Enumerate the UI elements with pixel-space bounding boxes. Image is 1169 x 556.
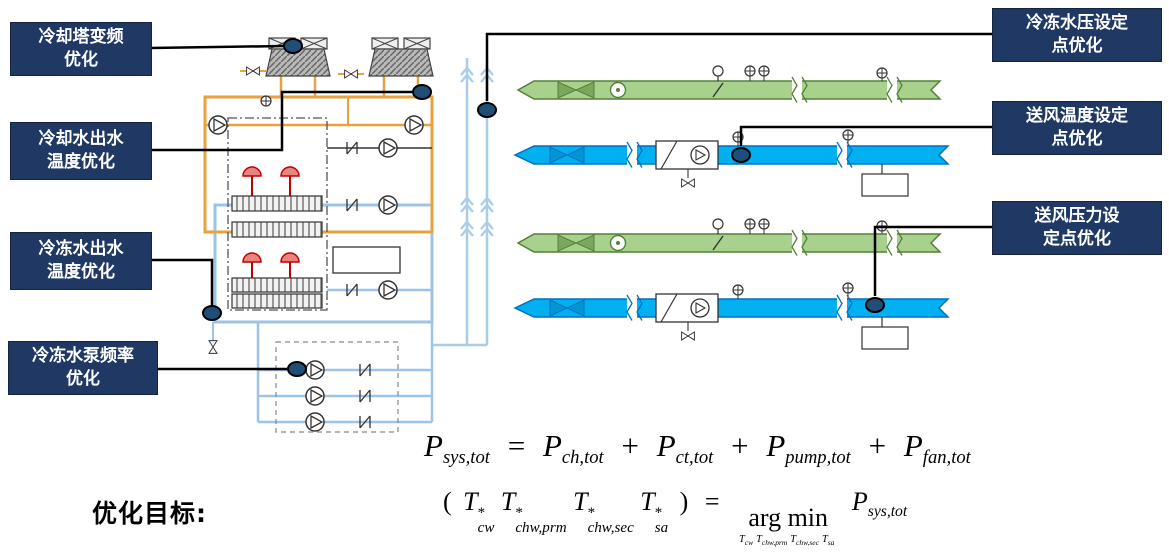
callout-connectors [149, 32, 992, 371]
callout-line: 温度优化 [47, 152, 115, 172]
formula-paren: ) [679, 487, 689, 516]
callout-line: 冷冻水出水 [38, 239, 124, 260]
callout-connector-2 [150, 90, 412, 152]
pump-icon [378, 195, 398, 215]
callout-line: 温度优化 [47, 262, 115, 282]
valve-icon [208, 340, 218, 354]
pump-icon [305, 360, 325, 380]
ahu-branch-2 [515, 219, 948, 349]
callout-line: 优化 [64, 50, 98, 70]
callout-cooling-tower-vfd: 冷却塔变频 优化 [10, 22, 152, 76]
callout-connector-5 [485, 32, 992, 101]
secondary-pump-group [256, 322, 434, 433]
pump-icon [404, 115, 424, 135]
formula-term: Psys,tot [424, 428, 490, 469]
measurement-points [202, 38, 885, 377]
chilled-water-loop [208, 195, 434, 354]
callout-line: 冷冻水压设定 [1026, 13, 1128, 34]
pump-icon [378, 280, 398, 300]
callout-condenser-water-temp: 冷却水出水 温度优化 [10, 122, 152, 180]
valve-icon [246, 66, 260, 76]
formula-operator: = [704, 487, 720, 516]
callout-supply-air-temp-setpoint: 送风温度设定 点优化 [992, 101, 1162, 155]
valve-icon [344, 69, 358, 79]
measurement-point-cooling-tower [283, 38, 303, 54]
measurement-point-chw-pressure [477, 102, 497, 118]
formula-term: T*sa [640, 487, 669, 536]
buffer-tank [332, 246, 401, 274]
formula-paren: ( [443, 487, 452, 516]
formula-term: Pct,tot [656, 428, 714, 469]
pump-icon [305, 412, 325, 432]
callout-connector-1 [149, 44, 285, 50]
measurement-point-supply-air-temp [731, 147, 751, 163]
callout-connector-6 [739, 125, 992, 146]
pump-icon [208, 115, 228, 135]
callout-line: 点优化 [1051, 36, 1103, 56]
formula-operator: + [621, 428, 639, 463]
callout-line: 冷却塔变频 [38, 27, 124, 48]
formula-term: Pfan,tot [903, 428, 971, 469]
formula-term: T*chw,sec [573, 487, 634, 536]
ahu-branch-1 [515, 66, 948, 196]
measurement-point-condenser-water [412, 84, 432, 100]
callout-chilled-water-temp: 冷冻水出水 温度优化 [10, 232, 152, 290]
measurement-point-supply-air-pressure [865, 297, 885, 313]
formula-argmin: ( T*cw T*chw,prm T*chw,sec T*sa ) = arg … [438, 487, 907, 547]
chilled-water-risers [432, 58, 495, 347]
callout-line: 送风压力设 [1034, 206, 1120, 227]
callout-chw-pressure-setpoint: 冷冻水压设定 点优化 [992, 8, 1162, 62]
callout-line: 点优化 [1051, 129, 1103, 149]
callout-connector-3 [150, 258, 214, 305]
formula-term: Psys,tot [851, 487, 908, 521]
callout-line: 优化 [66, 369, 100, 389]
optimization-objective-label: 优化目标: [92, 499, 207, 528]
chiller-plant [227, 117, 432, 311]
formula-operator: + [731, 428, 749, 463]
callout-line: 送风温度设定 [1026, 106, 1128, 127]
pump-icon [305, 386, 325, 406]
compressor-icons [242, 166, 300, 278]
formula-operator: + [868, 428, 887, 463]
formula-operator: = [507, 428, 526, 463]
formula-term: T*chw,prm [500, 487, 567, 536]
callout-line: 冷却水出水 [38, 129, 124, 150]
sensor-icon [260, 95, 272, 107]
callout-chw-pump-frequency: 冷冻水泵频率 优化 [8, 341, 158, 395]
formula-term: Ppump,tot [766, 428, 851, 469]
measurement-point-pump-frequency [287, 361, 307, 377]
formula-term: Pch,tot [542, 428, 604, 469]
callout-line: 冷冻水泵频率 [32, 346, 134, 367]
cooling-tower-icon [368, 37, 434, 77]
measurement-point-chilled-water [202, 305, 222, 321]
callout-supply-air-pressure-setpoint: 送风压力设 定点优化 [992, 201, 1162, 255]
callout-connector-7 [873, 225, 992, 296]
formula-term: T*cw [463, 487, 495, 536]
pump-icon [378, 138, 398, 158]
formula-total-power: Psys,tot = Pch,tot + Pct,tot + Ppump,tot… [424, 428, 971, 469]
callout-line: 定点优化 [1043, 229, 1111, 249]
